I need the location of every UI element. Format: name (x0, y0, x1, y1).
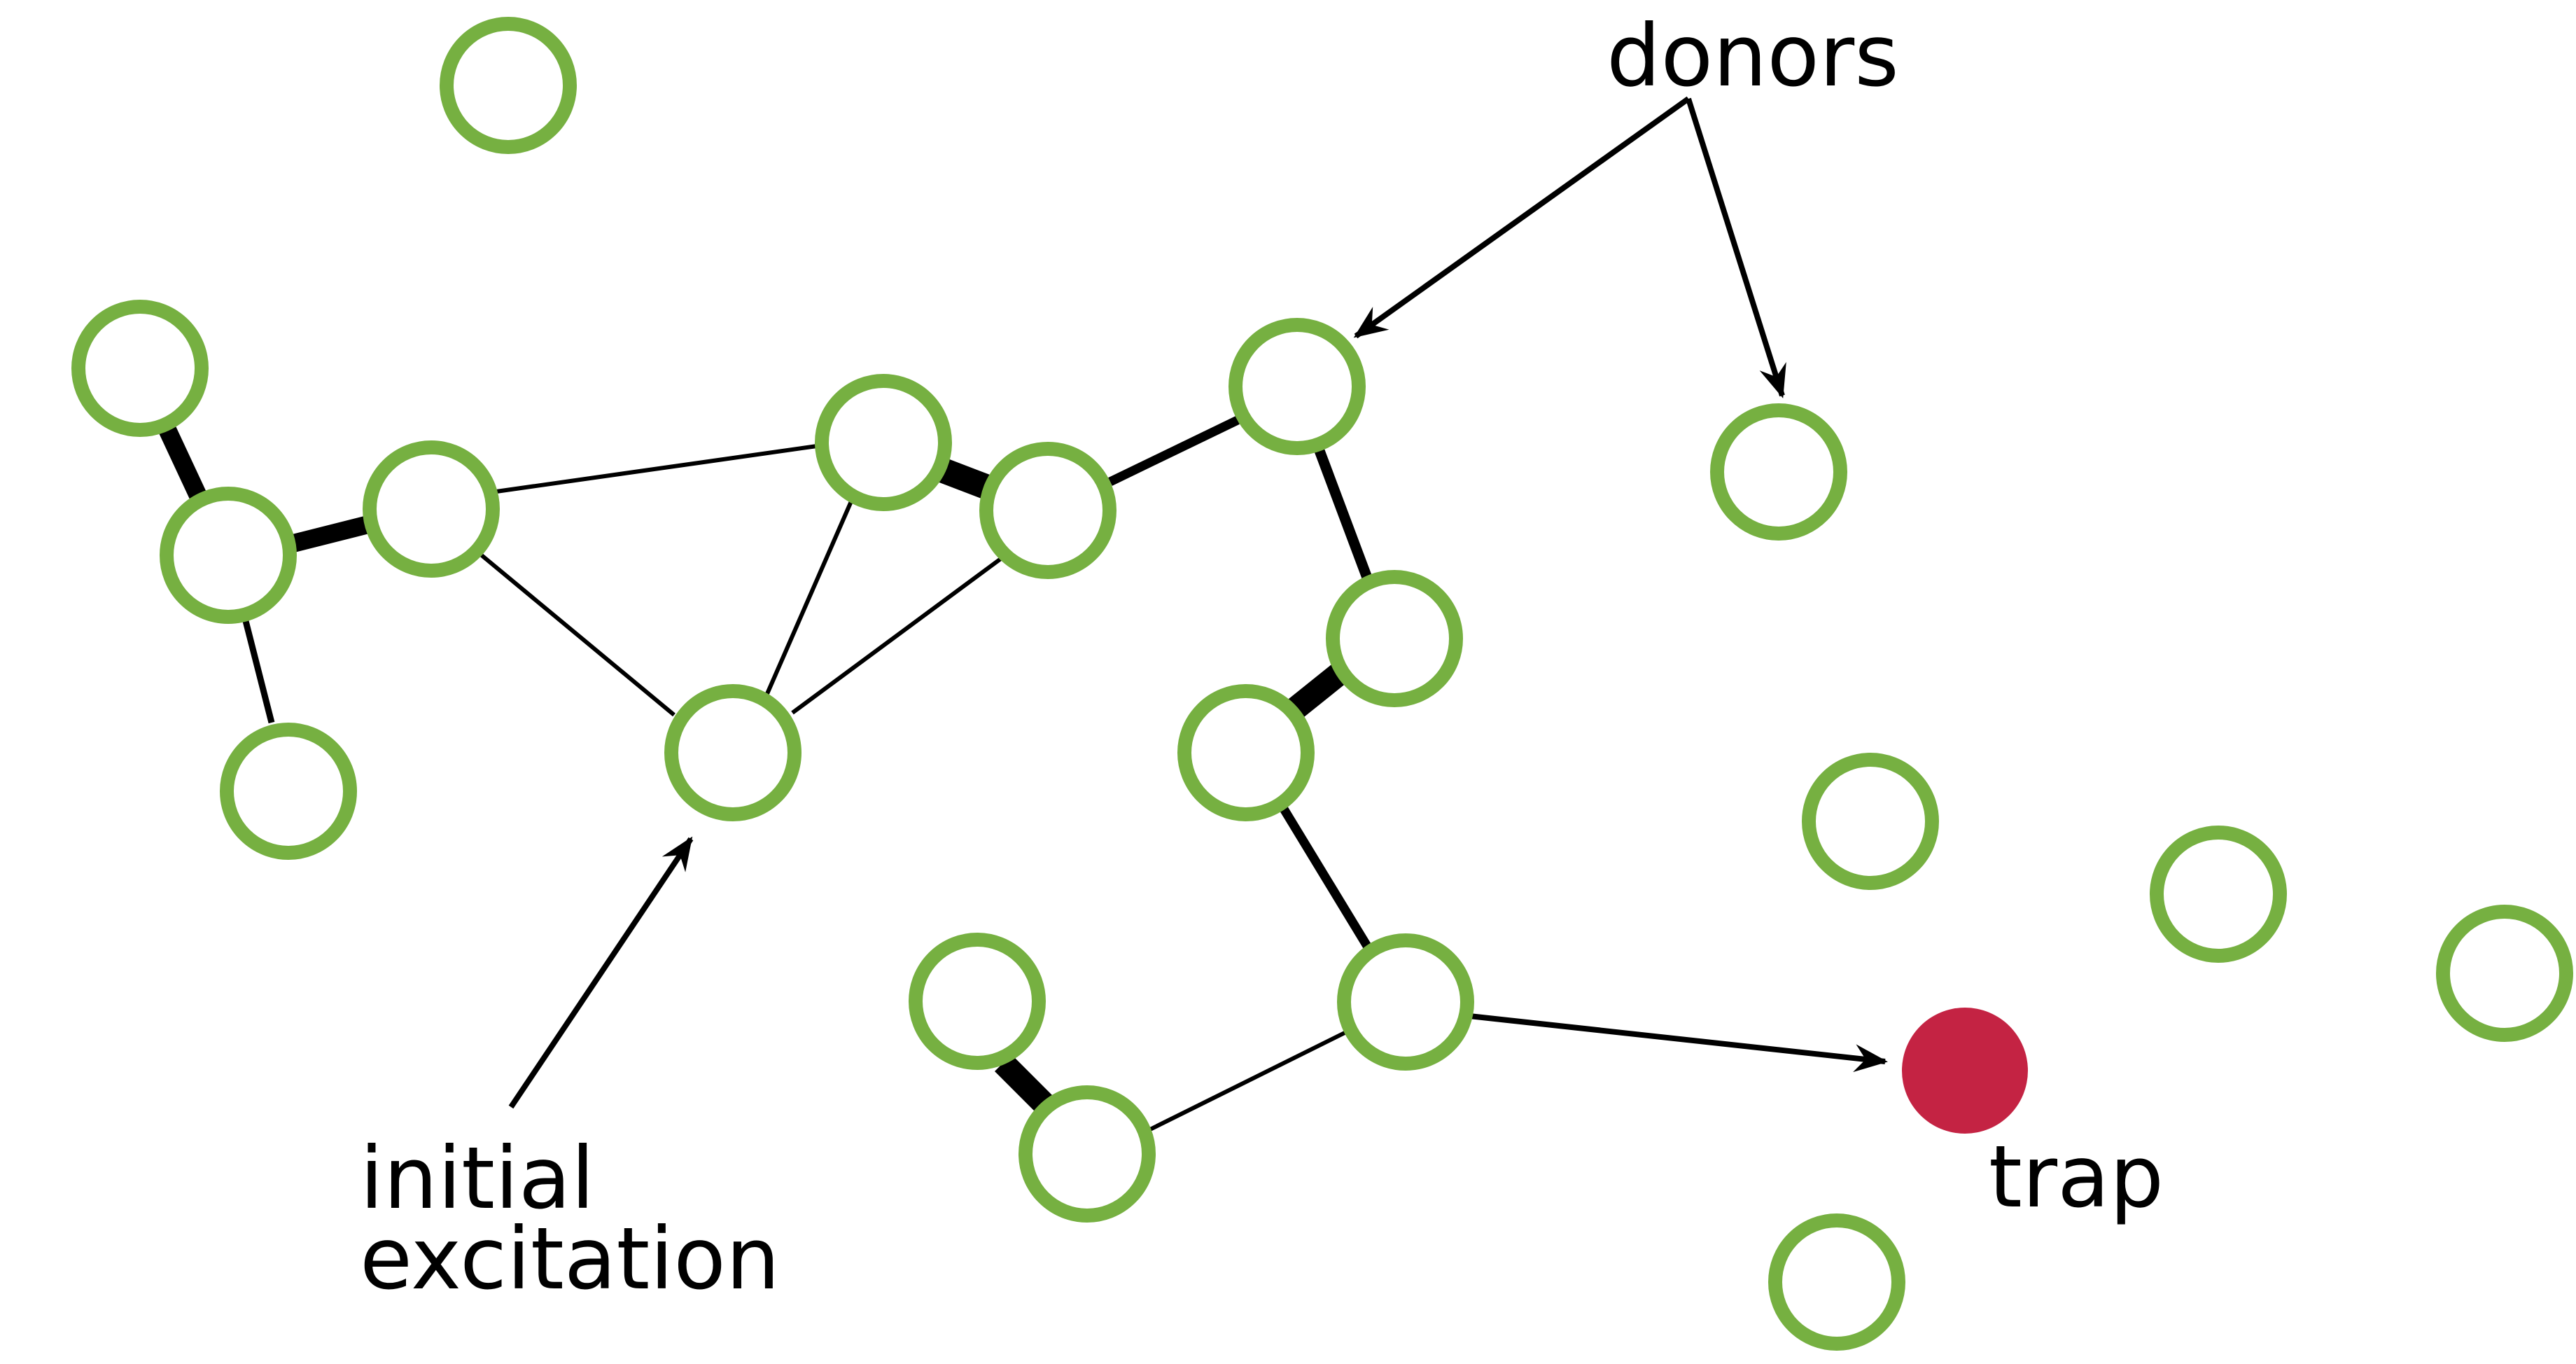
edge-d9-d10 (1313, 447, 1373, 580)
trap-label: trap (1989, 1127, 2164, 1227)
initial-excitation-label-line1: initial (360, 1129, 595, 1228)
edge-d11-d12 (1278, 804, 1371, 949)
donor-node (664, 684, 802, 821)
donor-node (160, 487, 297, 624)
edge-d3-d5 (241, 617, 275, 724)
donor-node (71, 300, 209, 437)
donor-node (979, 442, 1116, 579)
initial-excitation-label-line2: excitation (360, 1209, 780, 1309)
donor-node (815, 374, 952, 511)
donor-node (2436, 905, 2573, 1042)
donor-node (1326, 570, 1463, 707)
donor-node (1177, 684, 1315, 821)
edge-d8-d9 (1108, 416, 1240, 486)
edge-d7-d6 (764, 500, 853, 697)
donor-node (1768, 1213, 1905, 1351)
donor-node (220, 723, 357, 860)
donor-node (2150, 826, 2287, 963)
transfer-arrow-to-trap (1469, 1013, 1888, 1073)
edge-d3-d4 (290, 515, 374, 552)
edge-d2-d3 (156, 419, 212, 512)
donor-node (1710, 403, 1847, 541)
donor-node (1802, 753, 1939, 890)
donors-label: donors (1606, 6, 1899, 106)
donor-node (1018, 1085, 1156, 1223)
donors-arrow-left (1353, 96, 1690, 339)
edge-d12-d13 (1147, 1029, 1349, 1132)
labels: donors initial excitation trap (360, 6, 2164, 1309)
donor-node (440, 17, 577, 154)
donors-arrow-right (1686, 97, 1786, 398)
donor-node (1337, 933, 1474, 1071)
donor-nodes (71, 17, 2573, 1351)
donor-node (1228, 318, 1366, 455)
edge-d4-d7 (496, 444, 818, 494)
edge-d8-d6 (791, 556, 1003, 715)
edge-d4-d6 (480, 553, 676, 717)
trap-node (1902, 1008, 2028, 1134)
arrows (508, 96, 1888, 1109)
edge-d7-d8 (933, 457, 990, 499)
donor-node (909, 933, 1046, 1070)
donor-node (363, 440, 500, 578)
initial-excitation-arrow (508, 836, 694, 1109)
